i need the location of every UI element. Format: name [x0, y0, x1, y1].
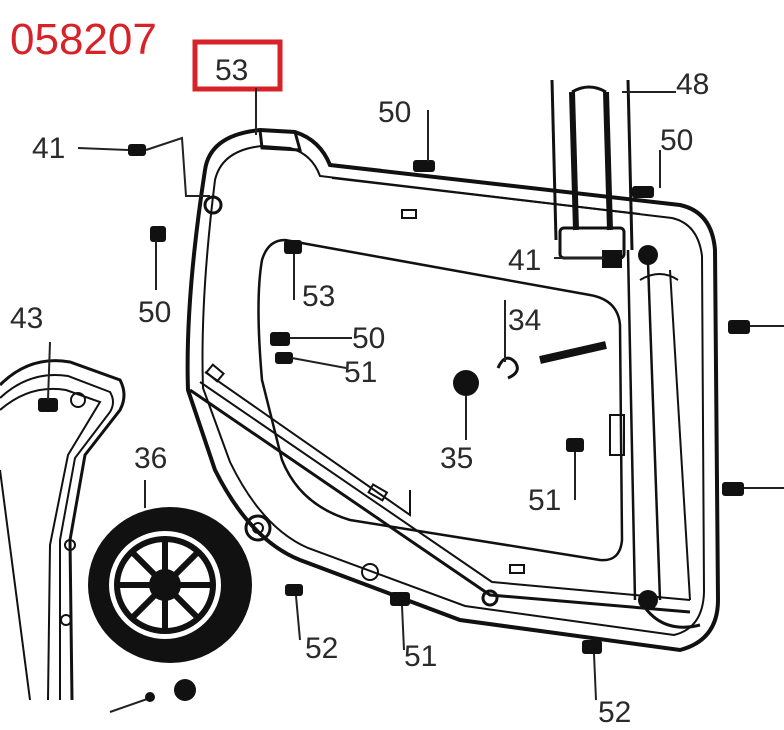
- highlight-box: [192, 39, 283, 92]
- panel-slot: [367, 483, 389, 502]
- panel-slot: [205, 363, 225, 383]
- callout-43: 43: [10, 302, 43, 335]
- callout-50-inner: 50: [352, 322, 385, 355]
- fasteners: [38, 144, 750, 654]
- callout-50-left: 50: [138, 296, 171, 329]
- axle-washer-hole: [252, 522, 264, 534]
- panel-boss: [203, 195, 223, 215]
- callout-50-top-left: 50: [378, 96, 411, 129]
- leader-lines: [47, 88, 784, 701]
- handle-assembly: [550, 79, 634, 268]
- screw-right-edge-lower: [722, 482, 744, 496]
- screw-50-top-right: [632, 186, 654, 198]
- wheel-bolt: [145, 692, 155, 702]
- callout-52-left: 52: [305, 632, 338, 665]
- screw-50-left: [150, 226, 166, 242]
- bolt-43: [38, 398, 58, 412]
- screw-41-left: [128, 144, 146, 156]
- panel-boss: [361, 563, 379, 581]
- screw-50-inner: [270, 332, 290, 346]
- frame-bolt-hole: [60, 614, 72, 626]
- panel-slot: [401, 209, 417, 219]
- frame-bolt-hole: [64, 539, 76, 551]
- part-number-title: 058207: [10, 15, 157, 64]
- callout-48: 48: [676, 68, 709, 101]
- screw-53-inner: [284, 240, 302, 254]
- handle-clip: [602, 250, 622, 268]
- wheel: [88, 507, 252, 663]
- side-panel: [185, 127, 721, 653]
- screw-51-right: [566, 438, 584, 452]
- callout-labels: 53 48 50 50 41 41 50 53 43 34 50 51 36 3…: [10, 54, 709, 729]
- panel-boss: [481, 589, 499, 607]
- callout-34: 34: [508, 304, 541, 337]
- screw-52-right: [582, 640, 602, 654]
- rod-41-right: [539, 341, 607, 364]
- screw-right-edge-upper: [728, 320, 750, 334]
- frame-bolt-hole: [70, 392, 86, 408]
- panel-slot: [509, 564, 525, 574]
- wheel-nut: [174, 679, 196, 701]
- callout-52-right: 52: [598, 696, 631, 729]
- callout-51-inner: 51: [344, 356, 377, 389]
- latch-bracket: [609, 414, 625, 456]
- clip-34: [496, 356, 519, 380]
- grommet-35: [453, 370, 479, 396]
- callout-36: 36: [134, 442, 167, 475]
- panel-boss: [638, 590, 658, 610]
- screw-51-inner: [275, 352, 293, 364]
- callout-41-right: 41: [508, 244, 541, 277]
- callout-51-right: 51: [528, 484, 561, 517]
- callout-51-bottom: 51: [404, 640, 437, 673]
- callout-53-top: 53: [215, 54, 248, 87]
- frame-rail: [0, 359, 126, 701]
- screw-51-bottom: [390, 592, 410, 606]
- panel-boss: [638, 245, 658, 265]
- callout-35: 35: [440, 442, 473, 475]
- screw-50-top-left: [413, 160, 435, 172]
- callout-41-left: 41: [32, 132, 65, 165]
- callout-50-top-right: 50: [660, 124, 693, 157]
- axle-washer: [244, 514, 272, 542]
- callout-53-inner: 53: [302, 280, 335, 313]
- screw-52-left: [285, 584, 303, 596]
